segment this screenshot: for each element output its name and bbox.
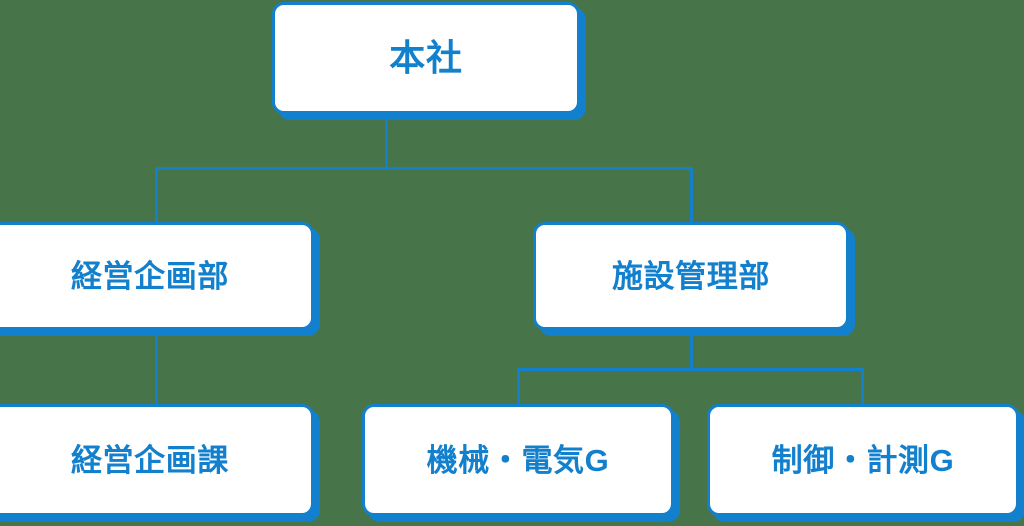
- org-node-label-shisetsu-kanri-bu: 施設管理部: [611, 258, 771, 294]
- org-node-label-kikai-denki-g: 機械・電気G: [426, 442, 610, 478]
- org-node-seigyo-keisoku-g[interactable]: 制御・計測G: [707, 404, 1019, 516]
- connector-keiei-kikaku-bu-down: [155, 330, 158, 407]
- connector-to-seigyo-keisoku-g: [861, 368, 864, 408]
- connector-to-kikai-denki-g: [517, 368, 520, 408]
- org-node-shisetsu-kanri-bu[interactable]: 施設管理部: [533, 222, 849, 330]
- org-node-keiei-kikaku-ka[interactable]: 経営企画課: [0, 404, 314, 516]
- org-node-label-keiei-kikaku-bu: 経営企画部: [70, 258, 230, 294]
- org-node-label-seigyo-keisoku-g: 制御・計測G: [771, 442, 955, 478]
- org-node-label-honsha: 本社: [389, 37, 463, 78]
- connector-honsha-down: [385, 114, 388, 170]
- org-node-kikai-denki-g[interactable]: 機械・電気G: [362, 404, 674, 516]
- connector-level1-horizontal: [155, 167, 693, 170]
- org-node-label-keiei-kikaku-ka: 経営企画課: [70, 442, 230, 478]
- connector-to-keiei-kikaku-bu: [155, 167, 158, 225]
- connector-level2-horizontal: [517, 368, 864, 371]
- org-node-honsha[interactable]: 本社: [272, 2, 580, 114]
- connector-to-shisetsu-kanri-bu: [690, 167, 693, 225]
- org-node-keiei-kikaku-bu[interactable]: 経営企画部: [0, 222, 314, 330]
- connector-shisetsu-kanri-bu-down: [690, 330, 693, 370]
